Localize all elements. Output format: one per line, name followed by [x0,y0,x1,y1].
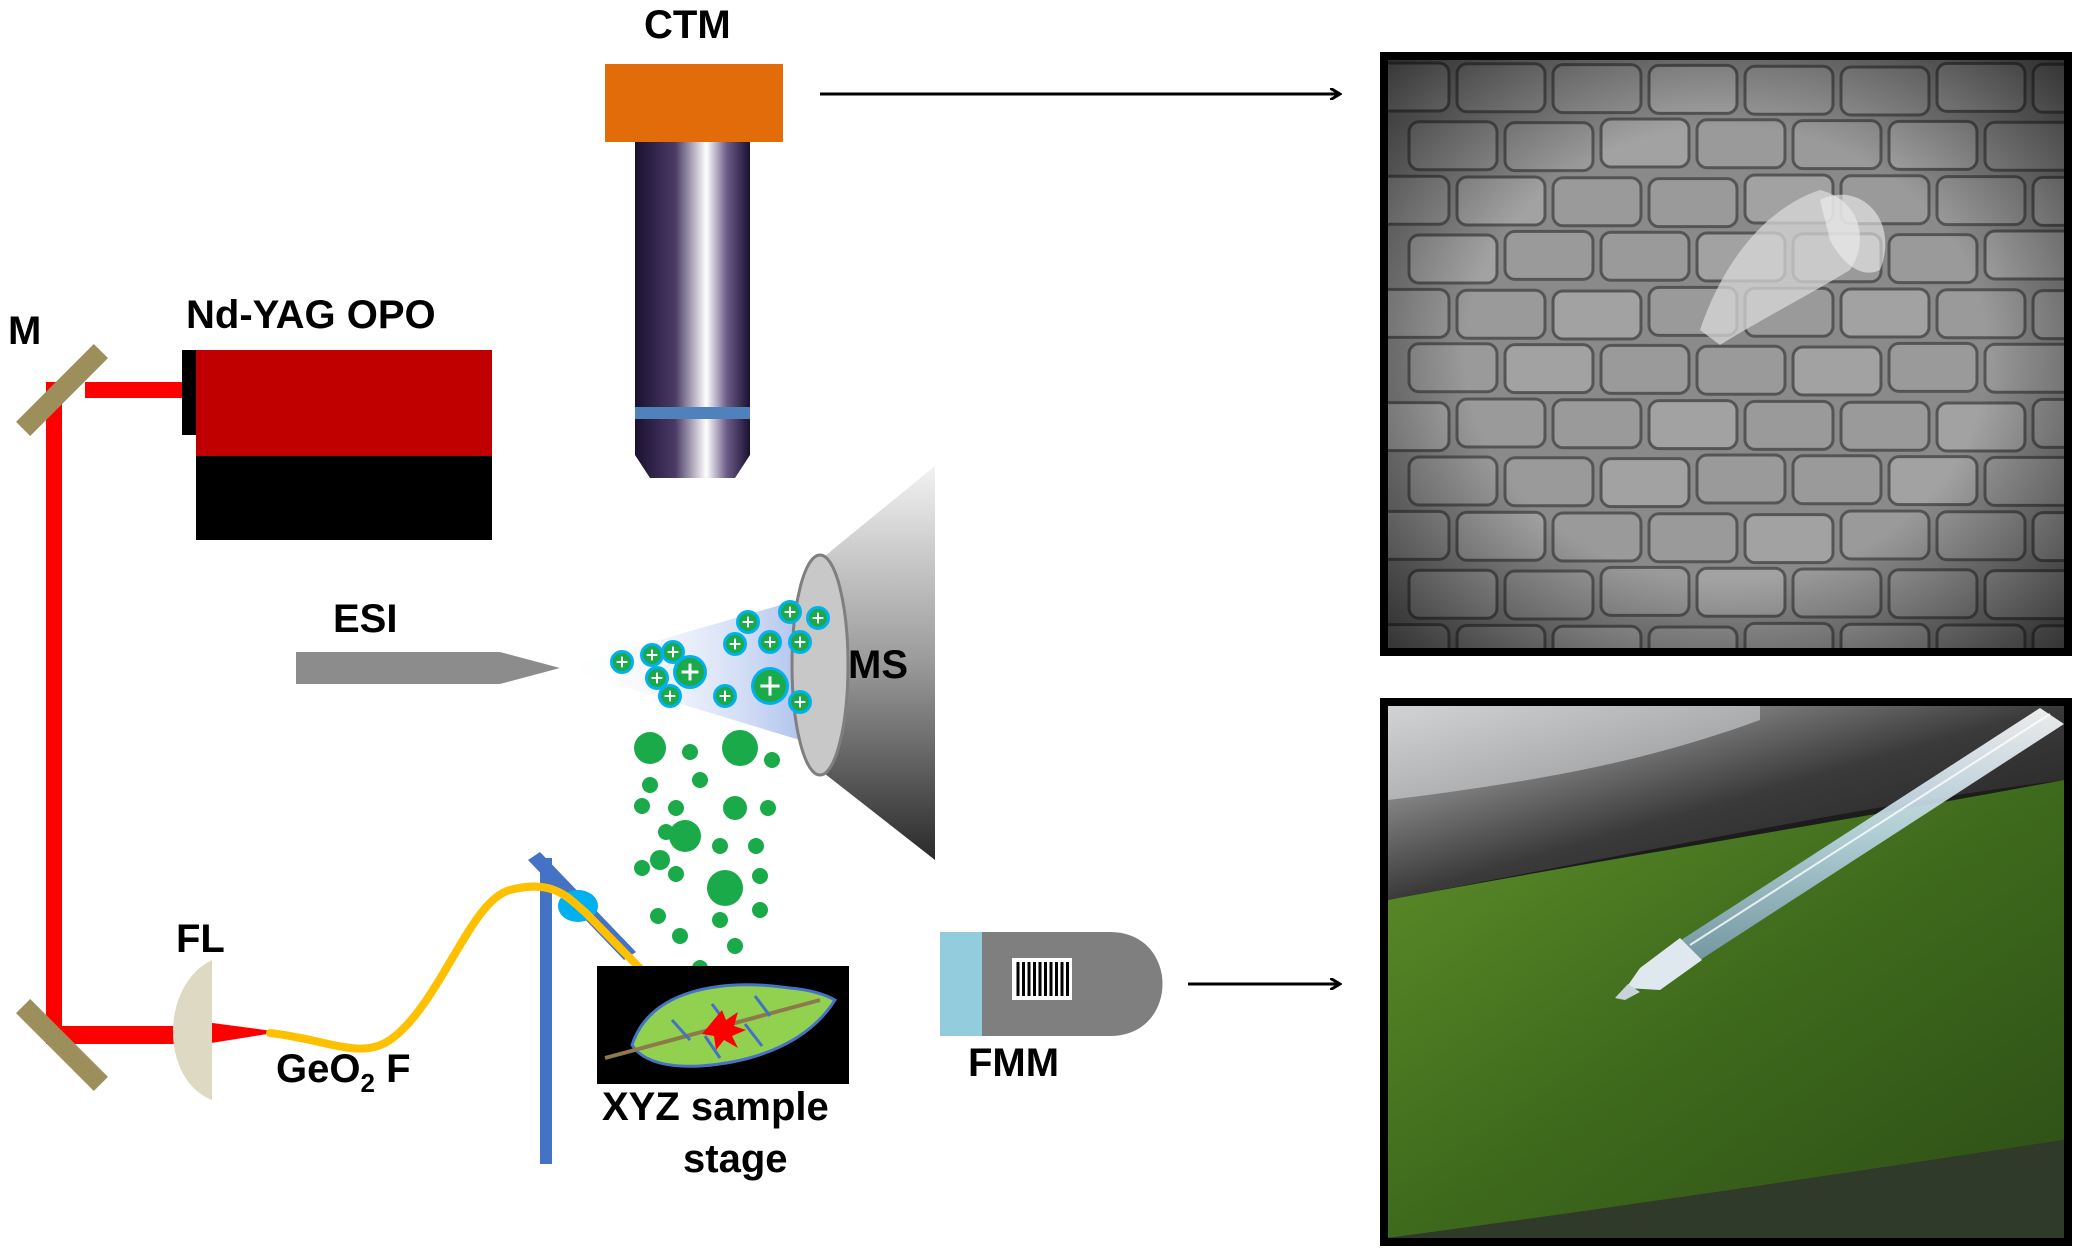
droplet [727,938,743,954]
fmm-camera [940,932,1163,1036]
droplet [634,798,650,814]
droplet [634,732,666,764]
positive-ion-icon [610,650,634,674]
esi-needle [296,652,560,684]
droplet [722,730,758,766]
droplet [650,850,670,870]
droplet [723,796,747,820]
ms-label: MS [848,643,908,687]
positive-ion-icon [778,600,802,624]
droplet [764,752,780,768]
positive-ion-icon [788,690,812,714]
droplet [752,868,768,884]
geo2-fiber [266,882,714,1053]
fiber-label: GeO2 F [276,1047,411,1098]
droplet [642,777,658,793]
positive-ions [610,600,830,714]
leaf-icon [604,983,838,1068]
positive-ion-icon [658,684,682,708]
ctm-label: CTM [644,3,731,47]
droplet [712,838,728,854]
droplet [707,870,743,906]
positive-ion-icon [806,606,830,630]
laser-label: Nd-YAG OPO [186,293,436,337]
stage-label-line1: XYZ sample [602,1085,829,1129]
ctm-micrograph [1380,52,2072,656]
laser-beam-path [46,382,280,1044]
droplet [634,860,650,876]
droplet [669,820,701,852]
droplet [650,908,666,924]
positive-ion-icon [645,666,669,690]
positive-ion-icon [673,655,707,689]
positive-ion-icon [713,684,737,708]
mirror-bottom-icon [16,999,108,1091]
positive-ion-icon [758,630,782,654]
esi-label: ESI [333,597,397,641]
positive-ion-icon [788,630,812,654]
lens-label: FL [176,917,225,961]
mirror-top-icon [16,344,108,436]
positive-ion-icon [751,667,789,705]
positive-ion-icon [723,632,747,656]
laser-source [182,350,492,540]
droplet [712,912,728,928]
droplet [760,800,776,816]
fmm-label: FMM [968,1041,1059,1085]
ms-inlet [790,466,935,860]
droplet [672,928,688,944]
mirror-label: M [8,309,41,353]
droplet [748,838,764,854]
ablation-droplets [634,730,780,1008]
stage-label-line2: stage [683,1137,788,1181]
droplet [692,772,708,788]
fmm-micrograph [1380,698,2072,1246]
positive-ion-icon [661,640,685,664]
focusing-lens-icon [173,960,212,1100]
droplet [668,800,684,816]
droplet [682,744,698,760]
positive-ion-icon [736,610,760,634]
ctm-objective [605,64,783,478]
droplet [752,902,768,918]
positive-ion-icon [640,643,664,667]
sample-stage [597,966,849,1084]
droplet [668,866,684,882]
